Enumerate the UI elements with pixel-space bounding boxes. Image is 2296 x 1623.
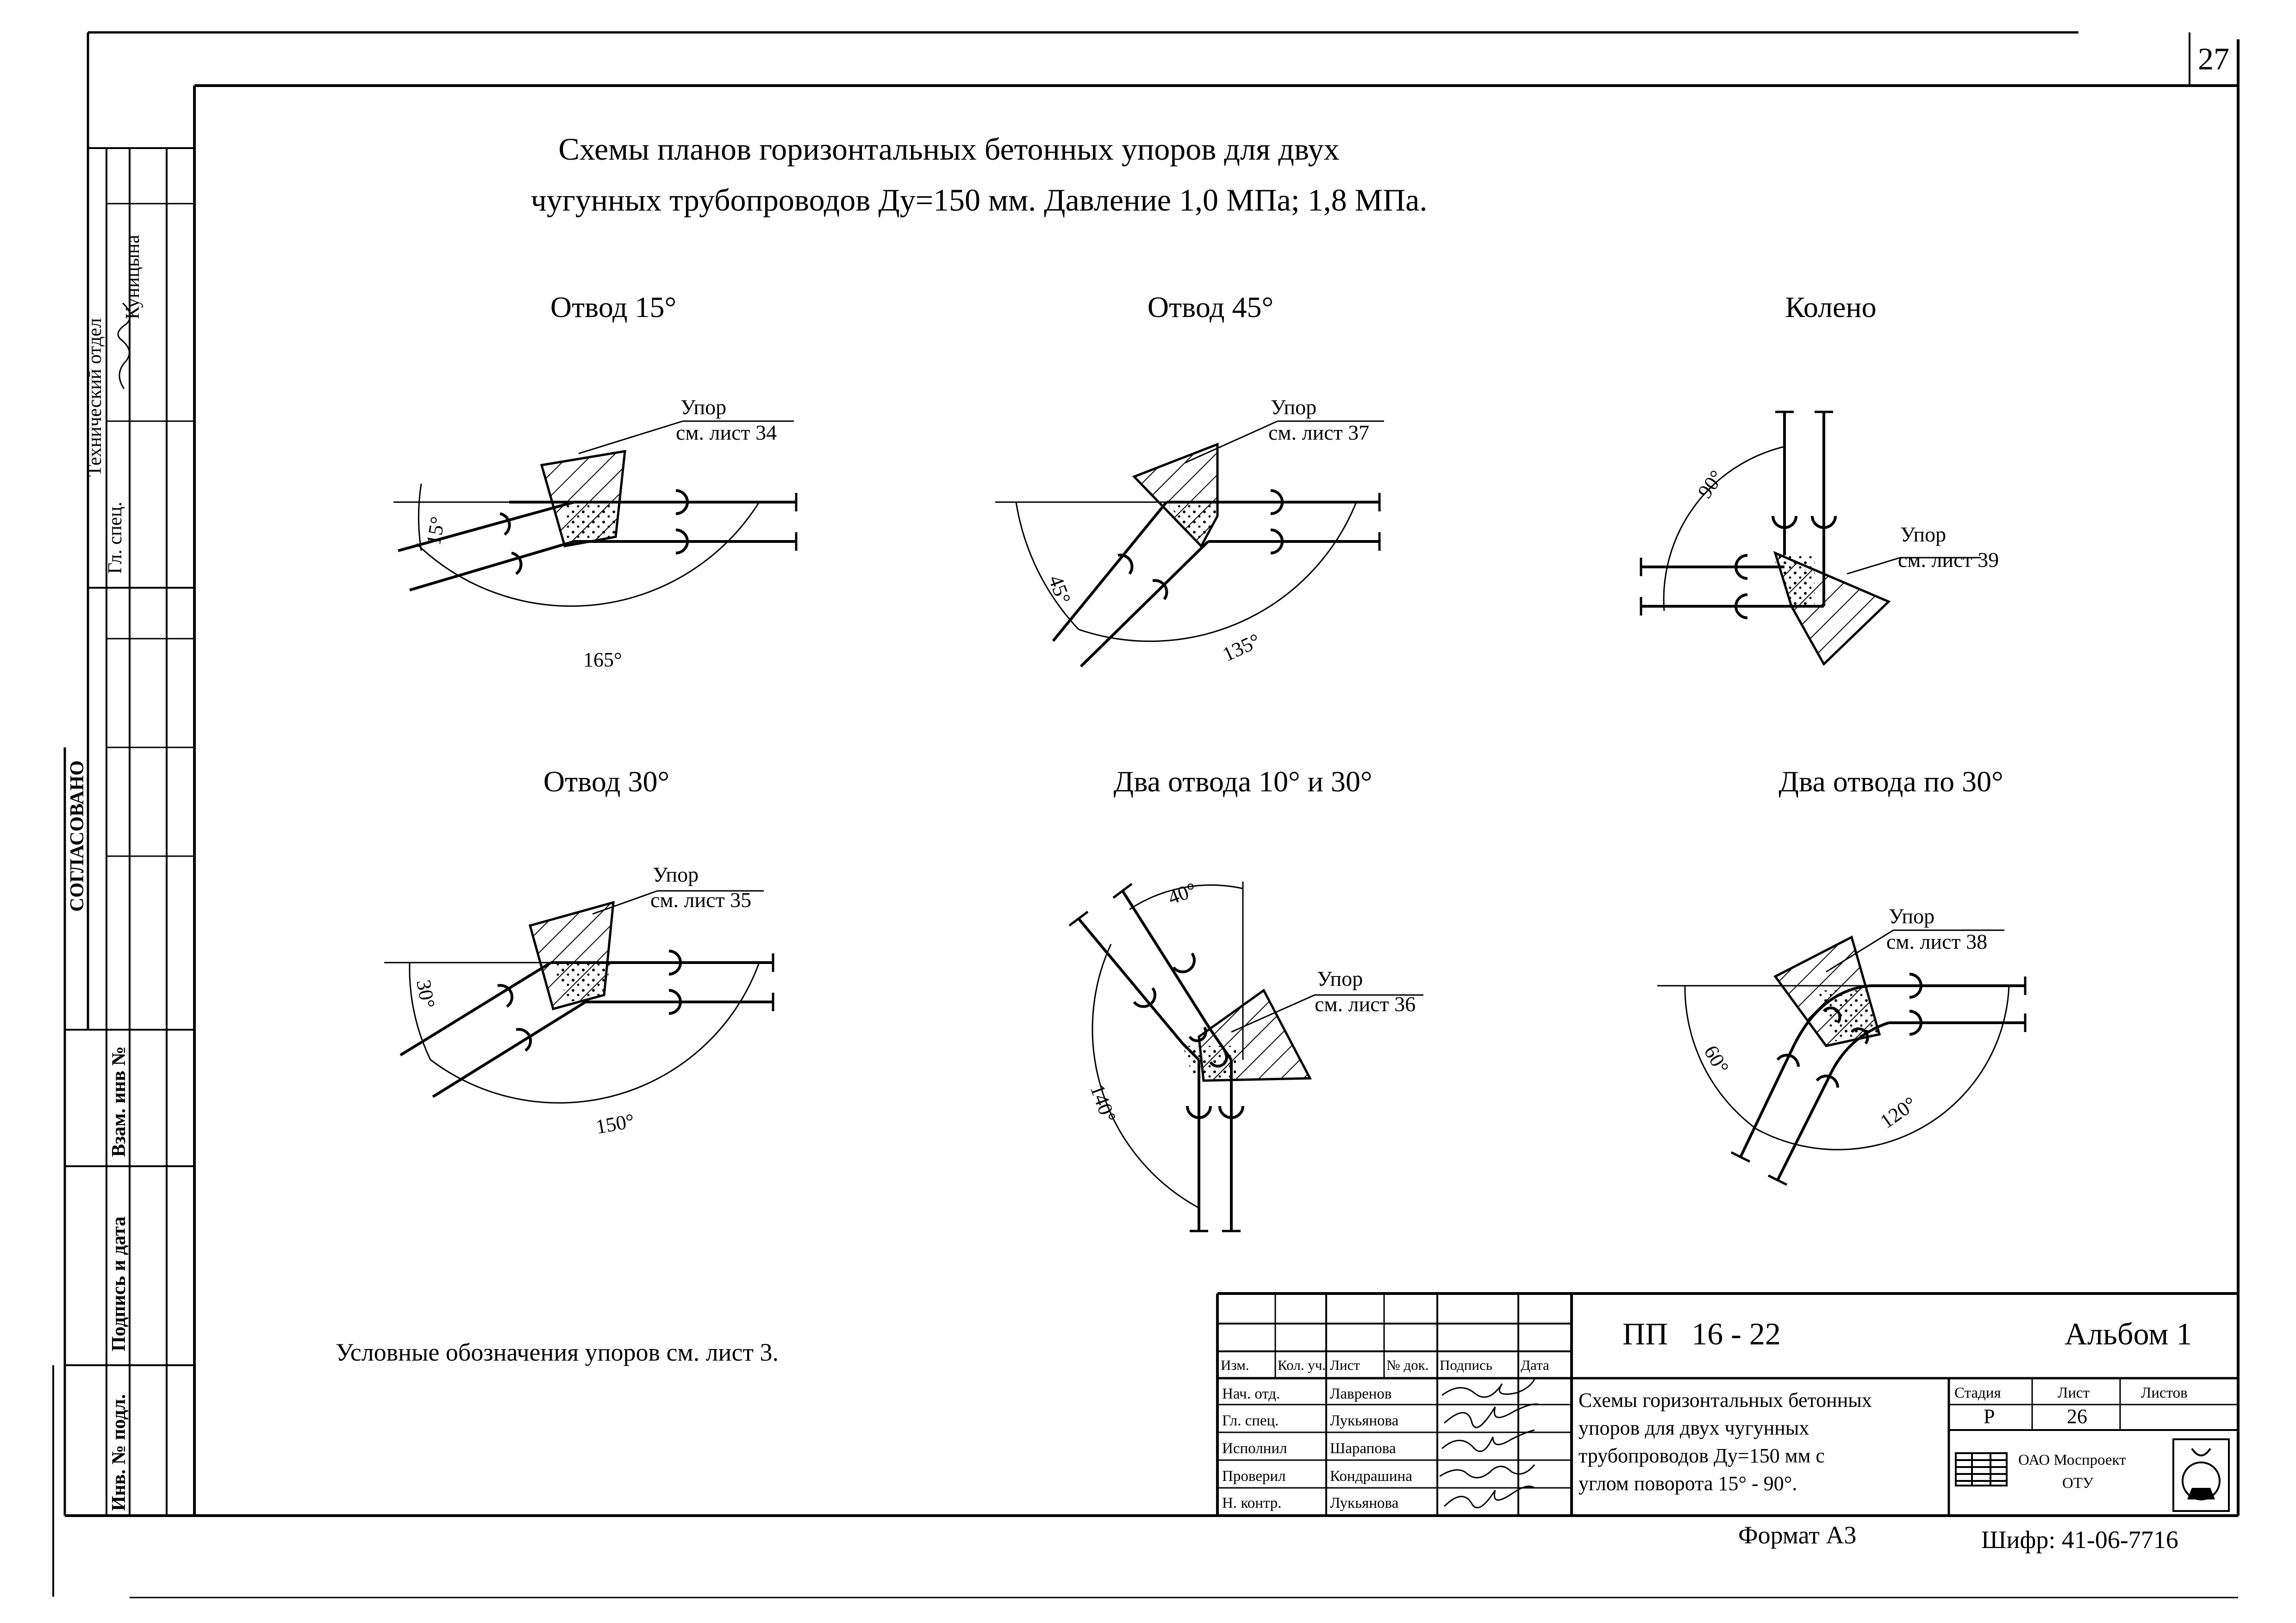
org-name: ОАО Моспроект [2018,1452,2126,1468]
approved-label: СОГЛАСОВАНО [67,760,88,912]
support-core [565,502,618,546]
tb-header-list: Лист [1330,1357,1360,1373]
angle-large: 165° [583,648,622,671]
document-cipher: Шифр: 41-06-7716 [1981,1526,2178,1554]
scheme-otvod-30: Отвод 30° Упор см. лист 35 30° 150° [384,765,774,1138]
tb-header-izm: Изм. [1221,1357,1249,1373]
support-sheet-ref: см. лист 39 [1898,548,1999,572]
tb-header-sign: Подпись [1440,1357,1492,1373]
scheme-two-bends-30: Два отвода по 30° Упор см. лист 38 60° 1… [1657,765,2027,1186]
angle-small: 90° [1693,466,1728,503]
staff-signatures [1439,1379,1540,1509]
page-number: 27 [2198,41,2229,76]
document-code: ПП 16 - 22 [1622,1316,1781,1351]
org-unit: ОТУ [2062,1475,2094,1492]
support-label: Упор [653,863,699,886]
stage-value: Р [1984,1405,1995,1428]
support-label: Упор [680,395,726,419]
sheets-header: Листов [2141,1385,2188,1401]
support-sheet-ref: см. лист 37 [1268,421,1369,444]
angle-large: 150° [594,1109,636,1138]
title-block [1216,1292,2238,1516]
angle-large: 120° [1876,1092,1921,1133]
description-line: трубопроводов Ду=150 мм с [1578,1444,1825,1467]
sheet-no-value: 26 [2067,1405,2087,1428]
emblem-icon [2172,1438,2230,1512]
paper-format: Формат А3 [1738,1521,1856,1549]
scheme-otvod-45: Отвод 45° Упор см. лист 37 45° 135° [995,291,1384,668]
approver-signature [117,302,131,389]
scheme-title: Отвод 45° [1148,291,1273,323]
album-label: Альбом 1 [2065,1316,2192,1351]
scheme-title: Два отвода 10° и 30° [1114,765,1373,798]
support-sheet-ref: см. лист 34 [676,421,777,444]
support-sheet-ref: см. лист 38 [1886,930,1987,953]
main-title-line-1: Схемы планов горизонтальных бетонных упо… [558,131,1339,167]
scheme-title: Два отвода по 30° [1778,765,2003,798]
tb-role: Н. контр. [1222,1495,1281,1511]
angle-large: 140° [1086,1082,1121,1126]
building-logo-icon [1955,1452,2008,1486]
scheme-two-bends-10-30: Два отвода 10° и 30° Упор см. лист 36 40… [1068,765,1423,1232]
support-label: Упор [1889,904,1934,928]
tb-name: Кондрашина [1330,1468,1412,1485]
description-line: углом поворота 15° - 90°. [1578,1472,1797,1495]
stamp-inv-orig: Инв. № подл. [108,1394,130,1511]
tb-name: Лукьянова [1330,1412,1399,1429]
department-label: Технический отдел [84,318,106,477]
stamp-inv-replace: Взам. инв № [108,1046,130,1157]
support-label: Упор [1271,395,1316,419]
legend-note: Условные обозначения упоров см. лист 3. [336,1338,779,1366]
support-core [551,963,611,1002]
tb-header-date: Дата [1521,1357,1549,1373]
angle-small: 15° [422,515,449,547]
stamp-sign-date: Подпись и дата [108,1217,130,1351]
support-core [1773,555,1815,606]
angle-small: 30° [412,978,439,1010]
support-core [1183,1046,1236,1081]
main-title-line-2: чугунных трубопроводов Ду=150 мм. Давлен… [531,182,1428,218]
support-sheet-ref: см. лист 36 [1315,992,1416,1016]
sheet-header: Лист [2058,1385,2090,1401]
angle-large: 135° [1219,629,1264,666]
angle-small: 45° [1044,572,1075,607]
tb-name: Лавренов [1330,1386,1392,1402]
scheme-koleno: Колено Упор см. лист 39 90° [1640,291,1999,666]
angle-small: 60° [1699,1042,1733,1078]
tb-header-doc: № док. [1386,1357,1429,1373]
angle-small: 40° [1165,878,1200,909]
support-core [1167,502,1217,546]
scheme-title: Колено [1785,291,1876,323]
support-label: Упор [1317,967,1363,990]
stage-header: Стадия [1954,1385,2001,1401]
description-line: Схемы горизонтальных бетонных [1578,1389,1872,1412]
tb-role: Исполнил [1222,1440,1287,1457]
scheme-title: Отвод 15° [550,291,676,323]
support-label: Упор [1900,522,1946,546]
tb-role: Проверил [1222,1468,1286,1485]
tb-name: Шарапова [1330,1440,1396,1457]
support-sheet-ref: см. лист 35 [650,888,751,912]
tb-role: Нач. отд. [1222,1386,1280,1402]
scheme-title: Отвод 30° [543,765,669,798]
tb-role: Гл. спец. [1222,1412,1279,1429]
description-line: упоров для двух чугунных [1578,1417,1809,1439]
support-core [1817,990,1879,1041]
scheme-otvod-15: Отвод 15° Упор см. лист 34 15° 165° [393,291,798,671]
approval-strip [63,147,194,1516]
approver-role: Гл. спец. [105,502,126,574]
tb-name: Лукьянова [1330,1495,1399,1511]
sheet-frame [52,31,2240,1598]
tb-header-kol: Кол. уч. [1278,1357,1326,1373]
